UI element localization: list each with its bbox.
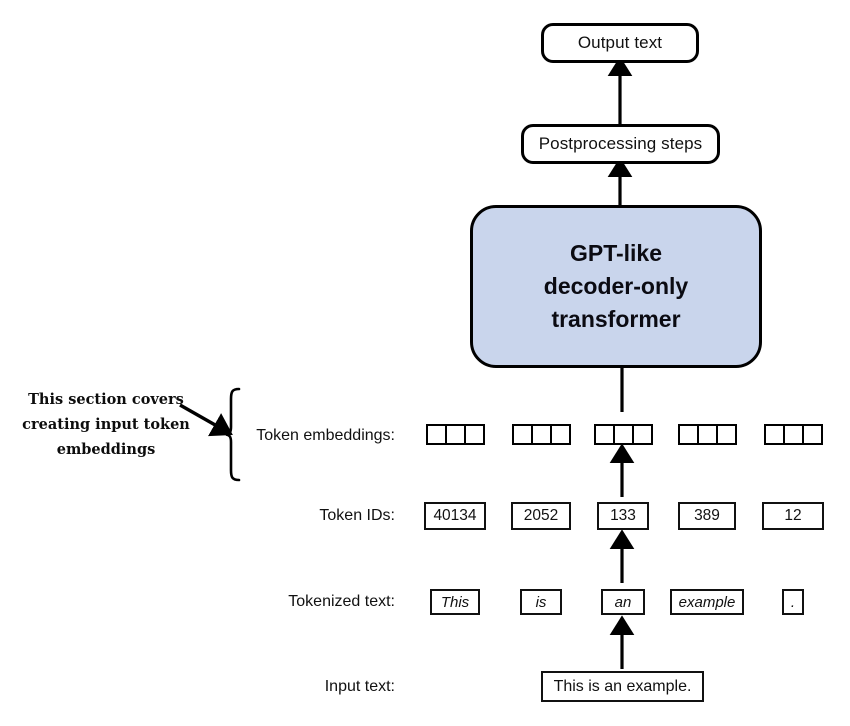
- token-embedding-group: [425, 424, 485, 445]
- embedding-cell: [763, 424, 785, 445]
- postprocessing-label: Postprocessing steps: [538, 134, 703, 153]
- input-text-row-label: Input text:: [324, 678, 395, 695]
- token-id-box[interactable]: 2052: [511, 502, 571, 530]
- token-embedding-group: [763, 424, 823, 445]
- tokenized-text-value: This: [440, 593, 470, 611]
- token-embeddings-row: [420, 424, 840, 448]
- gpt-transformer-box[interactable]: GPT-like decoder-only transformer: [470, 205, 762, 368]
- embedding-cell: [715, 424, 737, 445]
- transformer-line-1: GPT-like: [569, 240, 663, 267]
- tokenized-text-box[interactable]: This: [430, 589, 480, 615]
- embedding-cell: [425, 424, 447, 445]
- tokenized-text-value: example: [678, 593, 736, 611]
- postprocessing-box[interactable]: Postprocessing steps: [521, 124, 720, 164]
- tokenized-text-box[interactable]: an: [601, 589, 645, 615]
- token-embedding-group: [511, 424, 571, 445]
- output-text-box[interactable]: Output text: [541, 23, 699, 63]
- token-id-value: 389: [694, 507, 720, 524]
- token-embedding-group: [677, 424, 737, 445]
- embedding-cell: [631, 424, 653, 445]
- embedding-cell: [444, 424, 466, 445]
- embedding-cell: [593, 424, 615, 445]
- tokenized-text-row: This is an example.: [420, 589, 840, 617]
- token-id-value: 2052: [523, 507, 559, 524]
- embedding-cell: [463, 424, 485, 445]
- token-ids-row: 40134 2052 133 389 12: [420, 502, 840, 532]
- tokenized-text-row-label: Tokenized text:: [288, 593, 395, 610]
- token-id-box[interactable]: 40134: [424, 502, 486, 530]
- transformer-line-3: transformer: [551, 305, 681, 332]
- section-annotation: This section covers creating input token…: [6, 388, 206, 463]
- input-text-value: This is an example.: [553, 677, 692, 695]
- tokenized-text-box[interactable]: example: [670, 589, 744, 615]
- embedding-cell: [511, 424, 533, 445]
- embedding-cell: [612, 424, 634, 445]
- token-id-box[interactable]: 12: [762, 502, 824, 530]
- token-id-box[interactable]: 389: [678, 502, 736, 530]
- token-embeddings-row-label: Token embeddings:: [256, 427, 395, 444]
- tokenized-text-value: is: [535, 593, 547, 611]
- embedding-cell: [549, 424, 571, 445]
- embedding-cell: [677, 424, 699, 445]
- token-id-box[interactable]: 133: [597, 502, 649, 530]
- tokenized-text-value: .: [790, 593, 796, 611]
- tokenized-text-value: an: [614, 593, 632, 611]
- token-ids-row-label: Token IDs:: [319, 507, 395, 524]
- annotation-line-1: This section covers: [28, 391, 184, 408]
- embedding-cell: [696, 424, 718, 445]
- token-id-value: 40134: [433, 507, 477, 524]
- input-text-box[interactable]: This is an example.: [541, 671, 704, 702]
- token-id-value: 133: [610, 507, 636, 524]
- tokenized-text-box[interactable]: is: [520, 589, 562, 615]
- tokenized-text-box[interactable]: .: [782, 589, 804, 615]
- embedding-cell: [530, 424, 552, 445]
- token-embedding-group: [593, 424, 653, 445]
- transformer-line-2: decoder-only: [543, 273, 689, 300]
- output-text-label: Output text: [577, 33, 663, 52]
- annotation-line-2: creating input token: [22, 415, 190, 433]
- embedding-cell: [782, 424, 804, 445]
- token-id-value: 12: [784, 507, 802, 524]
- annotation-line-3: embeddings: [56, 440, 156, 458]
- embedding-cell: [801, 424, 823, 445]
